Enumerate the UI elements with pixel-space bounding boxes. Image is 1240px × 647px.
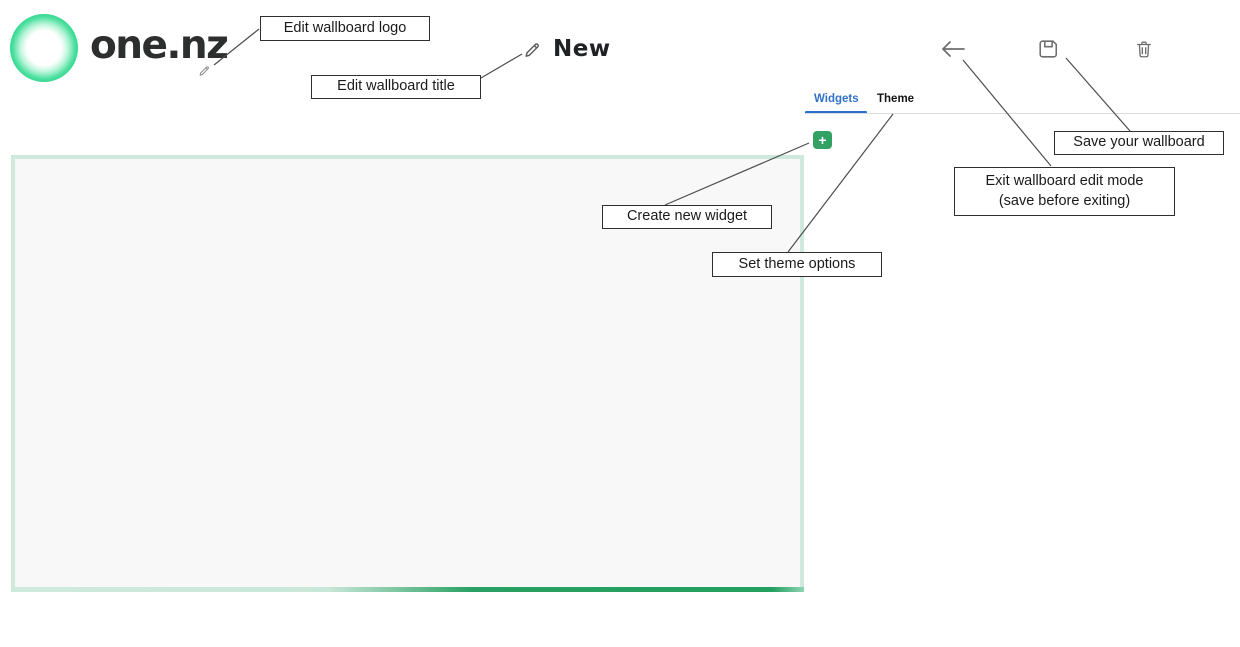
- active-tab-indicator: [805, 111, 867, 114]
- tab-theme[interactable]: Theme: [877, 93, 915, 105]
- one-nz-logo-icon: [10, 14, 78, 82]
- callout-exit-edit-mode: Exit wallboard edit mode (save before ex…: [954, 167, 1175, 216]
- callout-text: Set theme options: [738, 255, 856, 272]
- callout-text: Edit wallboard title: [337, 78, 455, 95]
- wallboard-title: New: [553, 36, 611, 62]
- wallboard-canvas-bottom-border: [11, 587, 804, 592]
- callout-save-your-wallboard: Save your wallboard: [1054, 131, 1224, 155]
- edit-title-pencil-icon[interactable]: [523, 40, 542, 59]
- callout-create-new-widget: Create new widget: [602, 205, 772, 229]
- callout-edit-wallboard-logo: Edit wallboard logo: [260, 16, 430, 41]
- brand-logo-text: one.nz: [90, 22, 229, 68]
- callout-text: Edit wallboard logo: [283, 19, 407, 36]
- callout-text: Create new widget: [626, 208, 748, 225]
- brand-logo: one.nz: [10, 14, 229, 82]
- save-wallboard-button[interactable]: [1037, 38, 1059, 60]
- callout-text-line2: (save before exiting): [998, 192, 1131, 209]
- wallboard-canvas-surface: [15, 159, 800, 588]
- tab-divider: [805, 113, 1240, 114]
- callout-text: Save your wallboard: [1073, 134, 1205, 151]
- delete-wallboard-button[interactable]: [1134, 39, 1154, 60]
- callout-set-theme-options: Set theme options: [712, 252, 882, 277]
- callout-edit-wallboard-title: Edit wallboard title: [311, 75, 481, 99]
- tab-widgets[interactable]: Widgets: [814, 93, 859, 105]
- edit-logo-pencil-icon[interactable]: [198, 64, 211, 77]
- add-widget-button[interactable]: +: [813, 131, 832, 149]
- callout-text-line1: Exit wallboard edit mode: [985, 172, 1144, 189]
- exit-edit-mode-button[interactable]: [940, 38, 966, 60]
